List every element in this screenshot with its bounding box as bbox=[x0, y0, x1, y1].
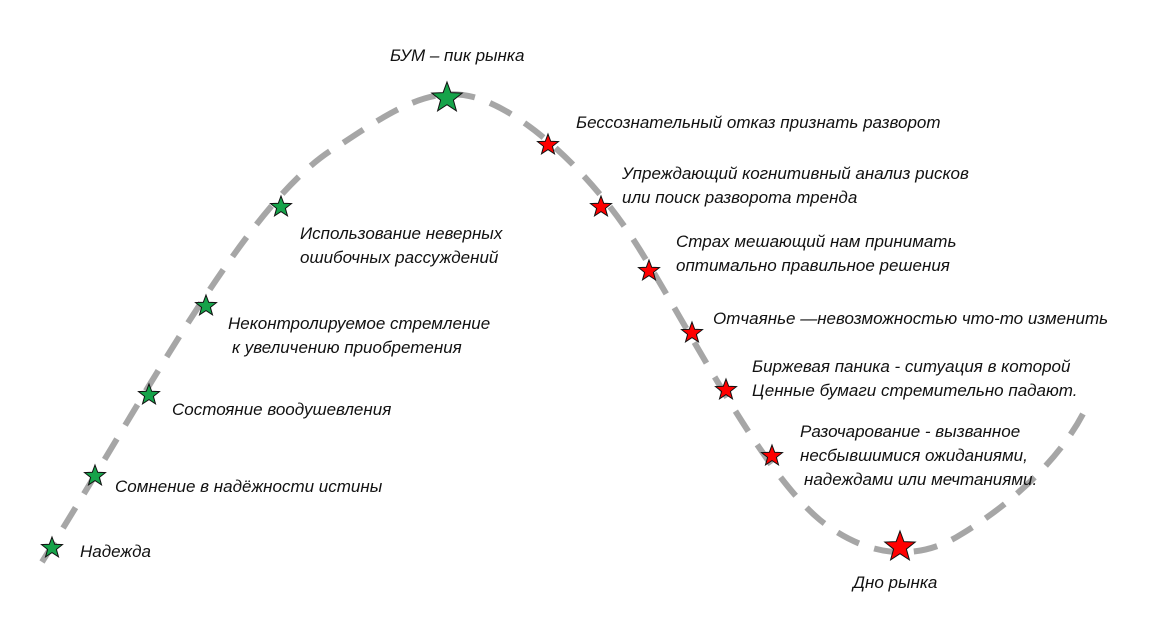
label-wrong-reasoning: Использование неверных ошибочных рассужд… bbox=[300, 224, 503, 267]
label-disappointment: Разочарование - вызванное несбывшимися о… bbox=[800, 422, 1038, 489]
star-greed-icon bbox=[194, 293, 218, 317]
label-fear: Страх мешающий нам принимать оптимально … bbox=[676, 232, 957, 275]
label-peak: БУМ – пик рынка bbox=[390, 46, 525, 65]
star-hope-icon bbox=[40, 535, 64, 559]
label-panic: Биржевая паника - ситуация в которой Цен… bbox=[752, 357, 1078, 400]
star-enthusiasm-icon bbox=[137, 382, 161, 406]
star-despair-icon bbox=[680, 320, 704, 344]
label-enthusiasm: Состояние воодушевления bbox=[172, 400, 392, 419]
label-greed: Неконтролируемое стремление к увеличению… bbox=[228, 314, 491, 357]
label-bottom: Дно рынка bbox=[853, 573, 938, 592]
label-denial: Бессознательный отказ признать разворот bbox=[576, 113, 941, 132]
label-risk-analysis: Упреждающий когнитивный анализ рисков ил… bbox=[622, 164, 969, 207]
star-wrong-reasoning-icon bbox=[269, 194, 293, 218]
star-disappointment-icon bbox=[760, 443, 784, 467]
star-fear-icon bbox=[637, 258, 661, 282]
label-doubt: Сомнение в надёжности истины bbox=[115, 477, 383, 496]
star-doubt-icon bbox=[83, 463, 107, 487]
star-risk-analysis-icon bbox=[589, 194, 613, 218]
market-cycle-curve bbox=[39, 91, 1088, 564]
label-hope: Надежда bbox=[80, 542, 151, 561]
star-denial-icon bbox=[536, 132, 560, 156]
star-bottom-icon bbox=[883, 529, 917, 562]
star-panic-icon bbox=[714, 377, 738, 401]
star-peak-icon bbox=[430, 80, 464, 113]
label-despair: Отчаянье —невозможностью что-то изменить bbox=[713, 309, 1109, 328]
